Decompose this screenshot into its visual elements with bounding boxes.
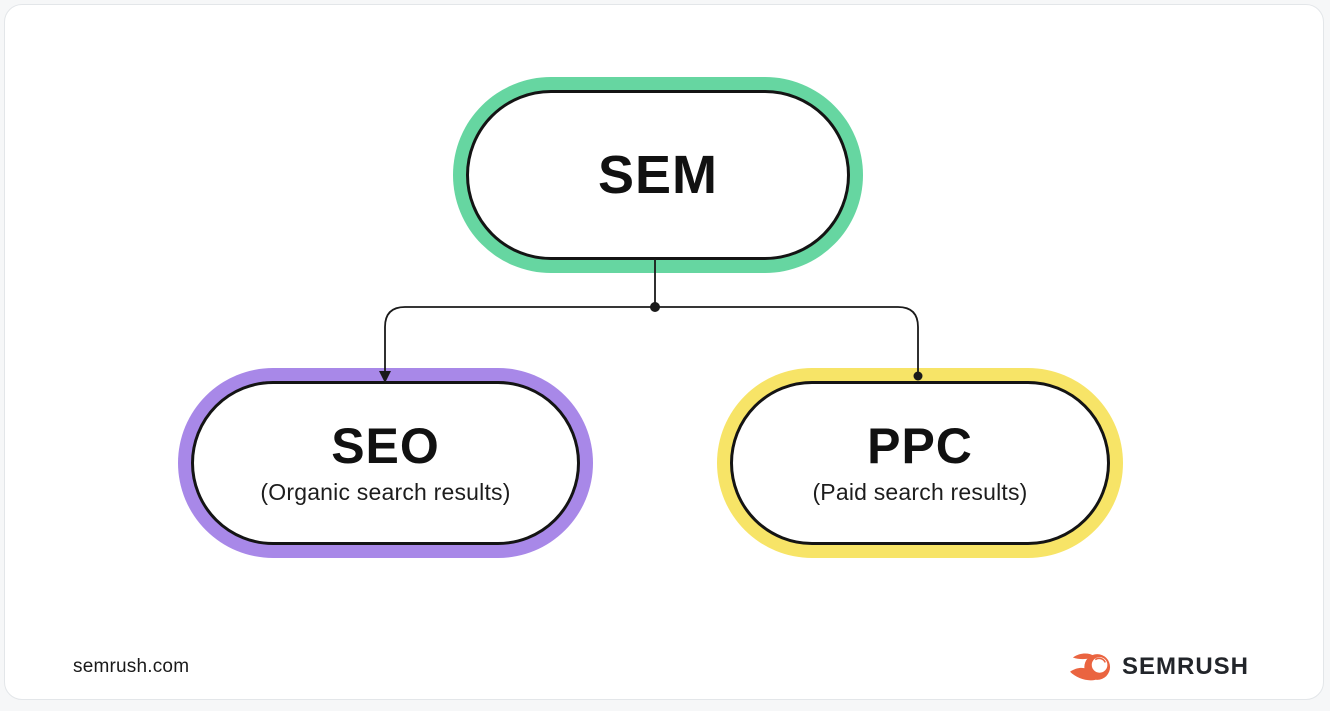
semrush-comet-icon <box>1070 653 1111 681</box>
node-ppc-sublabel: (Paid search results) <box>812 478 1028 505</box>
semrush-wordmark: SEMRUSH <box>1121 653 1249 680</box>
node-ppc-label: PPC <box>867 418 973 475</box>
infographic-card: SEM SEO (Organic search results) PPC (Pa… <box>4 4 1324 700</box>
node-seo-sublabel: (Organic search results) <box>260 478 511 505</box>
semrush-logo: SEMRUSH <box>1069 647 1249 687</box>
comet-ball-highlight <box>1094 657 1106 663</box>
node-sem: SEM <box>453 77 863 273</box>
connector-branch <box>384 306 919 374</box>
node-seo-label: SEO <box>331 418 440 475</box>
comet-ball <box>1091 657 1108 673</box>
connector-group <box>379 259 923 383</box>
node-sem-label: SEM <box>597 144 719 205</box>
node-seo-body: SEO (Organic search results) <box>191 381 580 545</box>
node-ppc-body: PPC (Paid search results) <box>730 381 1110 545</box>
node-seo: SEO (Organic search results) <box>178 368 593 558</box>
node-sem-body: SEM <box>466 90 850 260</box>
junction-dot <box>650 302 660 312</box>
site-label: semrush.com <box>73 656 190 677</box>
node-ppc: PPC (Paid search results) <box>717 368 1123 558</box>
